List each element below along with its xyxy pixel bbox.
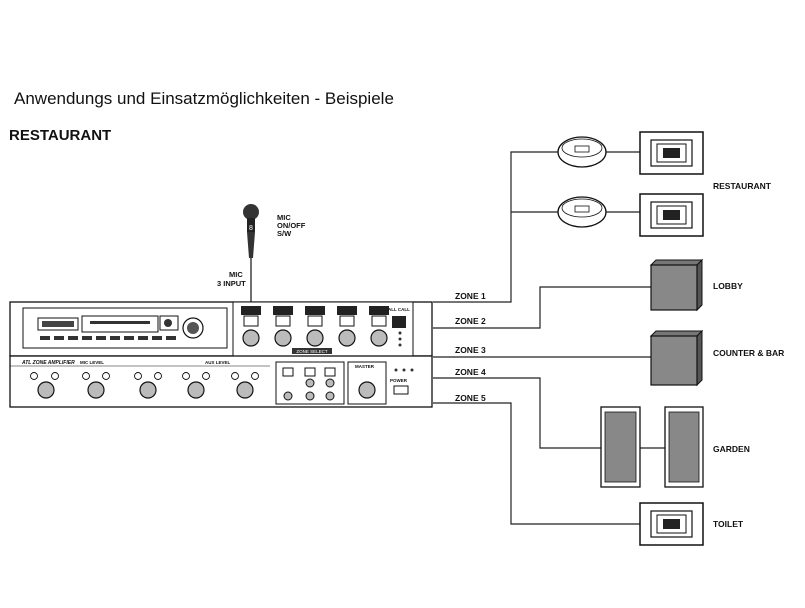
zone-amplifier: ZONE SELECT ALL CALL ATL ZONE AMPLIFIER … xyxy=(9,301,433,408)
mic-label-2: ON/OFF xyxy=(277,221,306,230)
box-speaker-counter-bar xyxy=(649,329,704,387)
page-subtitle: RESTAURANT xyxy=(9,127,112,144)
area-restaurant-label: RESTAURANT xyxy=(713,181,772,191)
zone-1-label: ZONE 1 xyxy=(455,291,486,301)
mic-level-label: MIC LEVEL xyxy=(80,360,104,365)
box-speaker-lobby xyxy=(649,258,704,312)
zone-wiring xyxy=(433,151,665,525)
master-label: MASTER xyxy=(355,364,375,369)
page-title: Anwendungs und Einsatzmöglichkeiten - Be… xyxy=(14,89,394,108)
area-garden-label: GARDEN xyxy=(713,444,750,454)
zone-select-label: ZONE SELECT xyxy=(296,349,328,354)
mic-input-label-2: 3 INPUT xyxy=(217,279,246,288)
ceiling-speaker-2 xyxy=(557,196,607,228)
area-counter-bar-label: COUNTER & BAR xyxy=(713,348,784,358)
mic-label-3: S/W xyxy=(277,229,292,238)
svg-text:8: 8 xyxy=(249,225,253,232)
wall-speaker-restaurant-2 xyxy=(639,193,704,237)
wall-speaker-toilet xyxy=(639,502,704,546)
zone-2-label: ZONE 2 xyxy=(455,316,486,326)
mic-input-label-1: MIC xyxy=(229,270,243,279)
zone-5-label: ZONE 5 xyxy=(455,393,486,403)
area-toilet-label: TOILET xyxy=(713,519,744,529)
ceiling-speaker-1 xyxy=(557,136,607,168)
column-speaker-garden-2 xyxy=(664,406,704,488)
column-speaker-garden-1 xyxy=(600,406,641,488)
zone-3-label: ZONE 3 xyxy=(455,345,486,355)
mic-label-1: MIC xyxy=(277,213,291,222)
zone-4-label: ZONE 4 xyxy=(455,367,486,377)
area-lobby-label: LOBBY xyxy=(713,281,743,291)
wall-speaker-restaurant-1 xyxy=(639,131,704,175)
aux-level-label: AUX LEVEL xyxy=(205,360,231,365)
power-label: POWER xyxy=(390,378,408,383)
microphone-icon: 8 xyxy=(243,204,259,302)
model-label: ATL ZONE AMPLIFIER xyxy=(21,360,75,366)
all-call-label: ALL CALL xyxy=(388,307,410,312)
